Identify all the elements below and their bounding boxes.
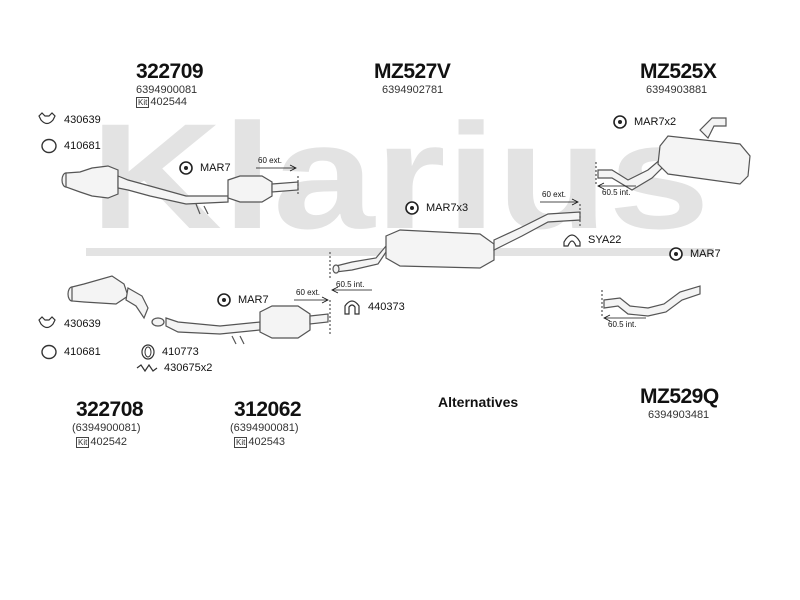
catalyst-assembly-322708 xyxy=(67,275,331,345)
part-430639-bottom: 430639 xyxy=(36,316,101,332)
part-sya22: SYA22 xyxy=(562,232,621,248)
part-code: 322709 xyxy=(136,60,204,83)
silencer-assembly-mz527v xyxy=(329,204,581,278)
dim-60ext-b: 60 ext. xyxy=(542,190,567,199)
oe-number: (6394900081) xyxy=(230,422,299,434)
dim-60ext-c: 60 ext. xyxy=(296,288,321,297)
dim-605int-a: 60.5 int. xyxy=(602,188,631,197)
oe-number: 6394902781 xyxy=(382,84,444,96)
part-mar7-right: MAR7 xyxy=(668,246,721,262)
kit-number: Kit 402542 xyxy=(76,436,143,448)
oe-number: 6394903881 xyxy=(646,84,708,96)
spring-bolt-icon xyxy=(136,363,158,373)
part-code: 312062 xyxy=(234,398,302,421)
clamp-icon xyxy=(36,112,58,128)
part-code: MZ529Q xyxy=(640,385,719,408)
group-mz529q: MZ529Q 6394903481 xyxy=(640,385,719,421)
rubber-mount-icon xyxy=(404,200,420,216)
oe-number: 6394900081 xyxy=(136,84,198,96)
kit-tag: Kit xyxy=(136,96,150,108)
rubber-mount-icon xyxy=(612,114,628,130)
rear-silencer-mz525x xyxy=(595,117,751,191)
dim-605int-c: 60.5 int. xyxy=(608,320,637,329)
gasket-ring-icon xyxy=(40,344,58,360)
alternatives-label: Alternatives xyxy=(438,394,519,410)
part-mar7x2: MAR7x2 xyxy=(612,114,676,130)
part-430675x2: 430675x2 xyxy=(136,362,212,374)
dim-605int-b: 60.5 int. xyxy=(336,280,365,289)
part-code: 322708 xyxy=(76,398,144,421)
part-code: MZ527V xyxy=(374,60,451,83)
group-322709: 322709 6394900081 Kit 402544 xyxy=(136,60,204,108)
kit-number: Kit 402544 xyxy=(136,96,203,108)
rubber-mount-icon xyxy=(178,160,194,176)
rubber-mount-icon xyxy=(668,246,684,262)
part-410773: 410773 xyxy=(140,344,199,360)
group-mz525x: MZ525X 6394903881 xyxy=(640,60,717,96)
part-430639-top: 430639 xyxy=(36,112,101,128)
rubber-mount-icon xyxy=(216,292,232,308)
group-mz527v: MZ527V 6394902781 xyxy=(374,60,451,96)
bracket-icon xyxy=(562,232,582,248)
oe-number: 6394903481 xyxy=(648,409,710,421)
part-code: MZ525X xyxy=(640,60,717,83)
tailpipe-mz529q xyxy=(601,285,701,317)
clamp-icon xyxy=(342,298,362,316)
part-mar7-a: MAR7 xyxy=(178,160,231,176)
seal-ring-icon xyxy=(140,344,156,360)
clamp-icon xyxy=(36,316,58,332)
kit-value: 402543 xyxy=(248,436,286,448)
part-mar7x3: MAR7x3 xyxy=(404,200,468,216)
kit-tag: Kit xyxy=(76,436,90,448)
part-410681-bottom: 410681 xyxy=(40,344,101,360)
catalyst-assembly-322709 xyxy=(61,165,299,215)
dim-60ext-a: 60 ext. xyxy=(258,156,283,165)
kit-value: 402542 xyxy=(90,436,128,448)
kit-number: Kit 402543 xyxy=(234,436,301,448)
oe-number: (6394900081) xyxy=(72,422,141,434)
part-mar7-b: MAR7 xyxy=(216,292,269,308)
gasket-ring-icon xyxy=(40,138,58,154)
group-322708: 322708 (6394900081) Kit 402542 xyxy=(72,398,144,448)
group-312062: 312062 (6394900081) Kit 402543 xyxy=(230,398,302,448)
kit-value: 402544 xyxy=(150,96,188,108)
kit-tag: Kit xyxy=(234,436,248,448)
part-410681-top: 410681 xyxy=(40,138,101,154)
part-440373: 440373 xyxy=(342,298,405,316)
